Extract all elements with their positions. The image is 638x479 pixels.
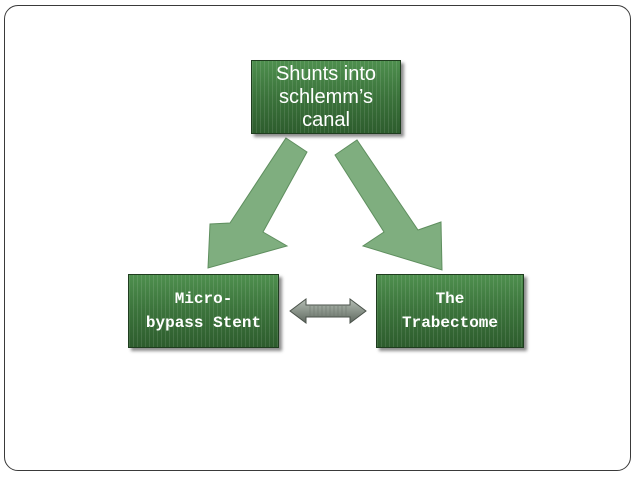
arrow-top-to-right [334,139,443,271]
node-micro-bypass-stent: Micro- bypass Stent [128,274,279,348]
node-the-trabectome: The Trabectome [376,274,524,348]
node-label-right: The Trabectome [401,290,498,332]
double-arrow-texture [309,306,347,316]
node-shunts-into-schlemms-canal: Shunts into schlemm’s canal [251,60,401,134]
double-arrow-left-right [289,298,367,324]
node-label-top: Shunts into schlemm’s canal [275,63,377,131]
arrow-top-to-left [207,137,308,269]
node-label-left: Micro- bypass Stent [145,290,262,332]
